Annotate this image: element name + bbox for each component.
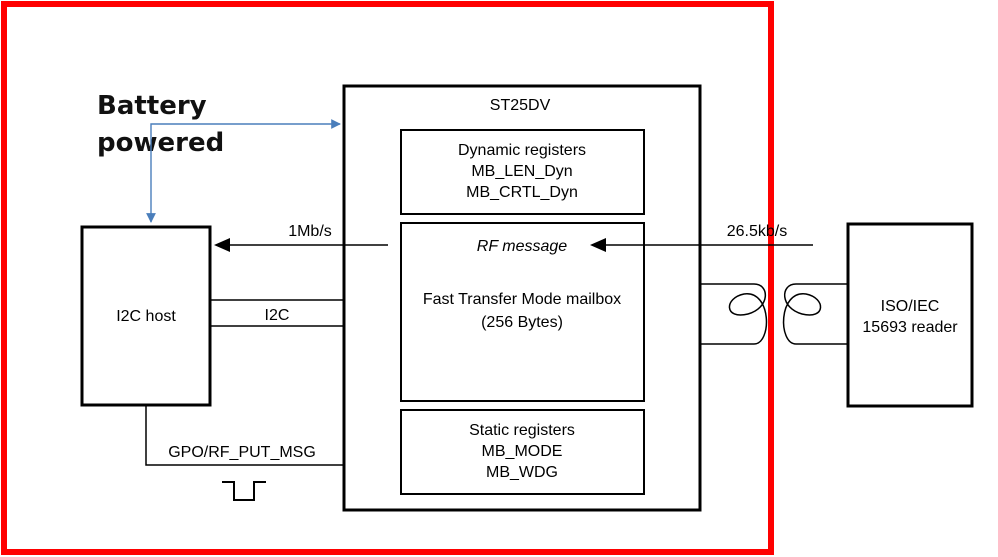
i2c-host-label: I2C host xyxy=(116,308,176,325)
static-registers-box xyxy=(400,409,645,495)
rf-message-label: RF message xyxy=(477,238,568,255)
mailbox-box xyxy=(400,222,645,402)
gpo-label: GPO/RF_PUT_MSG xyxy=(168,444,316,461)
gpo-line xyxy=(145,405,344,466)
dynamic-registers-title: Dynamic registers xyxy=(458,142,586,159)
annotation-line1: Battery xyxy=(97,91,207,121)
reader-antenna-coil-icon xyxy=(782,283,848,345)
static-register-mb-wdg: MB_WDG xyxy=(486,464,558,481)
i2c-bus-label: I2C xyxy=(265,307,290,324)
reader-box xyxy=(846,222,974,408)
chip-title: ST25DV xyxy=(490,97,551,114)
battery-arrows xyxy=(146,119,341,223)
rf-data-flow-arrows xyxy=(214,238,813,252)
i2c-host-box xyxy=(80,225,212,407)
host-rate-label: 1Mb/s xyxy=(288,223,332,240)
dynamic-register-mb-crtl: MB_CRTL_Dyn xyxy=(466,184,578,201)
annotation-line2: powered xyxy=(97,128,224,158)
mailbox-title: Fast Transfer Mode mailbox xyxy=(423,291,621,308)
static-registers-title: Static registers xyxy=(469,422,575,439)
reader-rate-label: 26.5kb/s xyxy=(727,223,787,240)
highlight-frame xyxy=(1,1,774,555)
mailbox-size: (256 Bytes) xyxy=(481,314,563,331)
reader-line2: 15693 reader xyxy=(862,319,958,336)
reader-line1: ISO/IEC xyxy=(881,298,940,315)
chip-antenna-coil-icon xyxy=(700,283,768,345)
dynamic-register-mb-len: MB_LEN_Dyn xyxy=(471,163,572,180)
dynamic-registers-box xyxy=(400,129,645,215)
i2c-bus xyxy=(210,299,344,327)
gpo-pulse-icon xyxy=(222,481,266,501)
static-register-mb-mode: MB_MODE xyxy=(482,443,563,460)
